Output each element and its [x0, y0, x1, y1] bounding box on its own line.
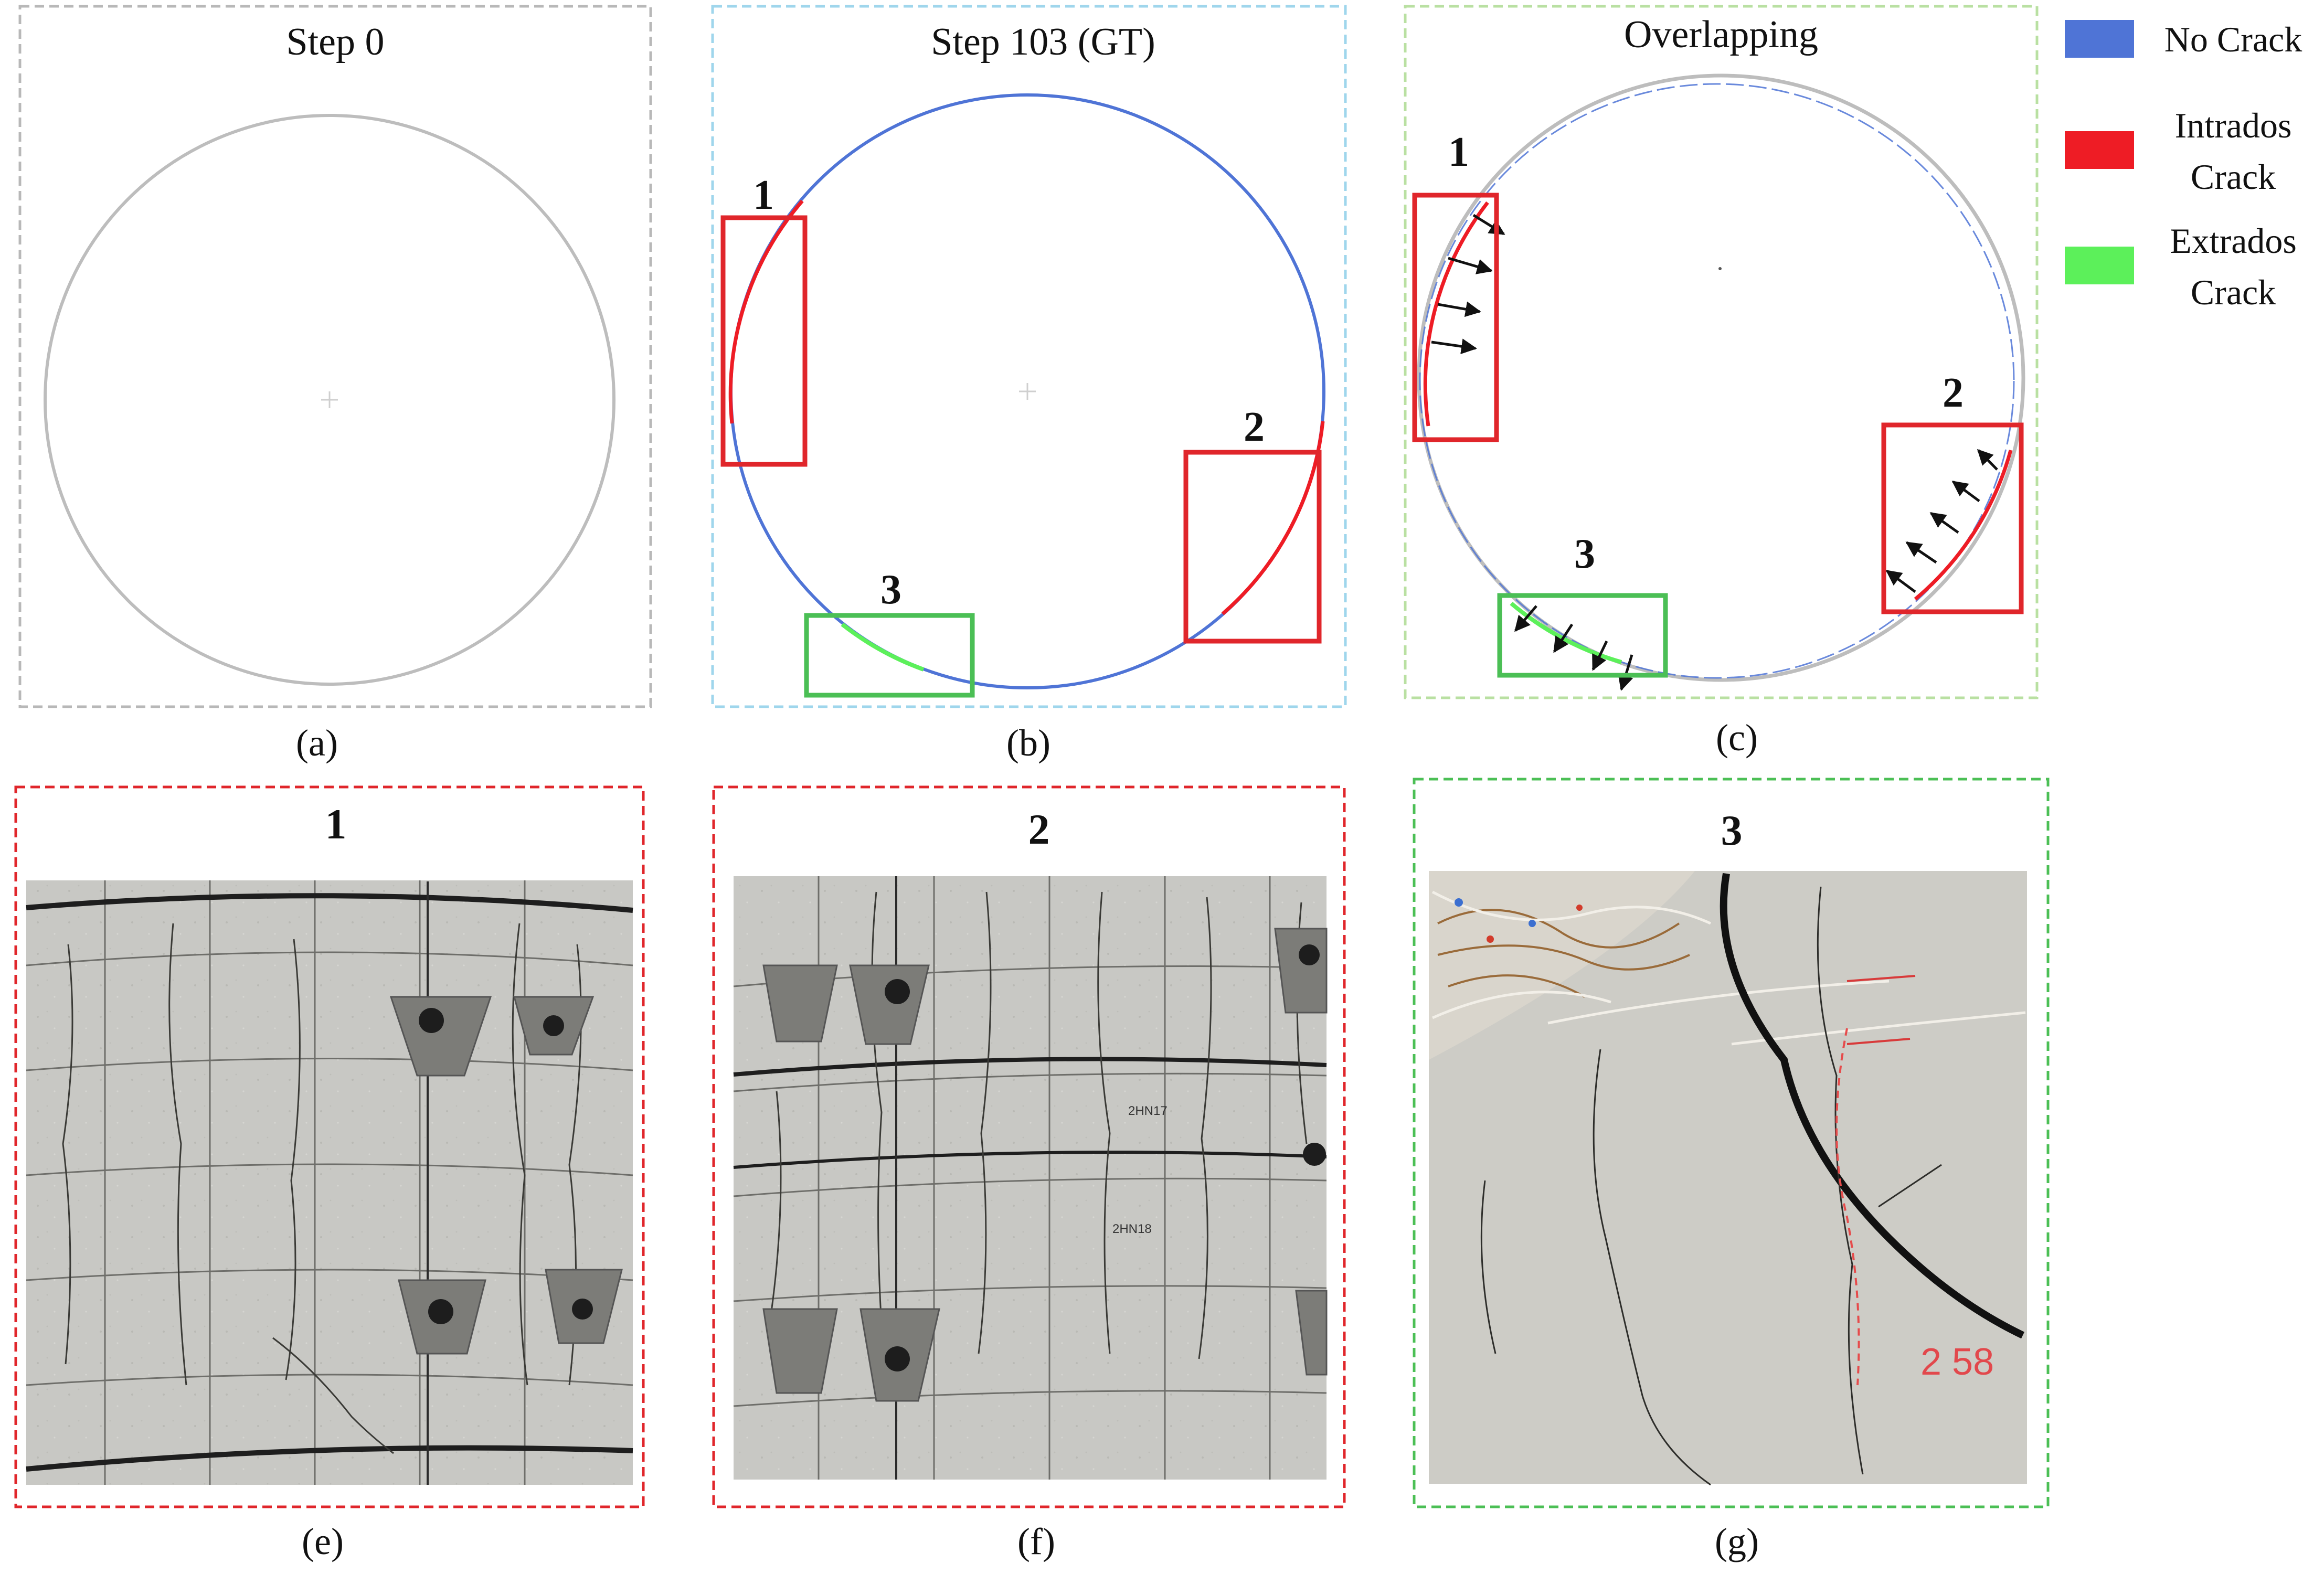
photo-region-2: 2HN17 2HN18 [733, 876, 1328, 1480]
intrados-crack-left [728, 199, 804, 424]
photo-region-1 [26, 880, 633, 1485]
panel-e-caption: (e) [302, 1520, 344, 1562]
region-label-2: 2 [1244, 404, 1265, 450]
legend-intrados-label-2: Crack [2191, 157, 2276, 197]
panel-c-title: Overlapping [1624, 13, 1818, 56]
ring-step-0 [44, 114, 616, 686]
overlap-region-box-3 [1497, 593, 1668, 678]
center-dot [1718, 267, 1722, 270]
overlap-region-box-1 [1412, 193, 1499, 442]
extrados-crack-bottom [841, 622, 925, 672]
panel-g-title: 3 [1721, 806, 1743, 854]
overlap-intrados-left [1423, 201, 1489, 427]
panel-f-title: 2 [1028, 805, 1050, 853]
photo-annotation-2hn18: 2HN18 [1112, 1222, 1152, 1236]
panel-a-frame [18, 5, 652, 708]
region-label-1: 1 [753, 172, 774, 218]
overlap-region-label-1: 1 [1448, 129, 1469, 175]
overlap-intrados-right [1914, 450, 2013, 601]
displacement-arrows-2 [1885, 449, 1998, 593]
legend-swatch-extrados [2065, 247, 2134, 284]
center-cross-icon [1019, 383, 1036, 400]
panel-g-frame [1413, 778, 2050, 1508]
panel-a-title: Step 0 [286, 20, 384, 63]
region-box-3 [804, 613, 975, 698]
panel-g: 3 [1413, 778, 2050, 1562]
panel-e: 1 [14, 785, 645, 1562]
panel-g-caption: (g) [1715, 1520, 1759, 1562]
panel-c-frame [1404, 5, 2039, 699]
panel-b-title: Step 103 (GT) [931, 20, 1155, 63]
center-cross-icon [321, 391, 338, 408]
panel-c-caption: (c) [1716, 717, 1758, 759]
region-box-1 [720, 215, 808, 467]
panel-a-caption: (a) [296, 722, 338, 764]
overlap-region-label-2: 2 [1943, 370, 1964, 416]
legend-no-crack-label: No Crack [2164, 19, 2302, 59]
panel-b-caption: (b) [1006, 722, 1050, 764]
legend-swatch-intrados [2065, 131, 2134, 169]
overlap-region-box-2 [1881, 422, 2024, 614]
panel-e-title: 1 [325, 800, 347, 848]
legend-extrados-label-1: Extrados [2170, 221, 2297, 261]
panel-b-frame [711, 5, 1347, 708]
panel-f-caption: (f) [1017, 1520, 1055, 1562]
legend-swatch-no-crack [2065, 20, 2134, 58]
photo-annotation-258: 2 58 [1920, 1341, 1994, 1383]
region-label-3: 3 [880, 567, 901, 613]
panel-a: Step 0 (a) [18, 5, 652, 764]
region-box-2 [1183, 450, 1322, 644]
panel-f-frame [712, 785, 1346, 1508]
photo-annotation-2hn17: 2HN17 [1128, 1104, 1168, 1118]
legend-extrados-label-2: Crack [2191, 272, 2276, 312]
panel-e-frame [14, 785, 645, 1508]
ring-overlap-blue [1419, 83, 2015, 679]
photo-region-3: 2 58 [1429, 871, 2027, 1486]
ring-overlap-gray [1417, 73, 2025, 682]
panel-f: 2 [712, 785, 1346, 1562]
displacement-arrows-3 [1514, 605, 1633, 691]
panel-b: Step 103 (GT) 1 2 3 (b) [711, 5, 1347, 764]
panel-c: Overlapping 1 2 [1404, 5, 2039, 759]
legend-intrados-label-1: Intrados [2175, 105, 2292, 145]
overlap-region-label-3: 3 [1574, 531, 1595, 577]
legend: No Crack Intrados Crack Extrados Crack [2065, 19, 2302, 312]
